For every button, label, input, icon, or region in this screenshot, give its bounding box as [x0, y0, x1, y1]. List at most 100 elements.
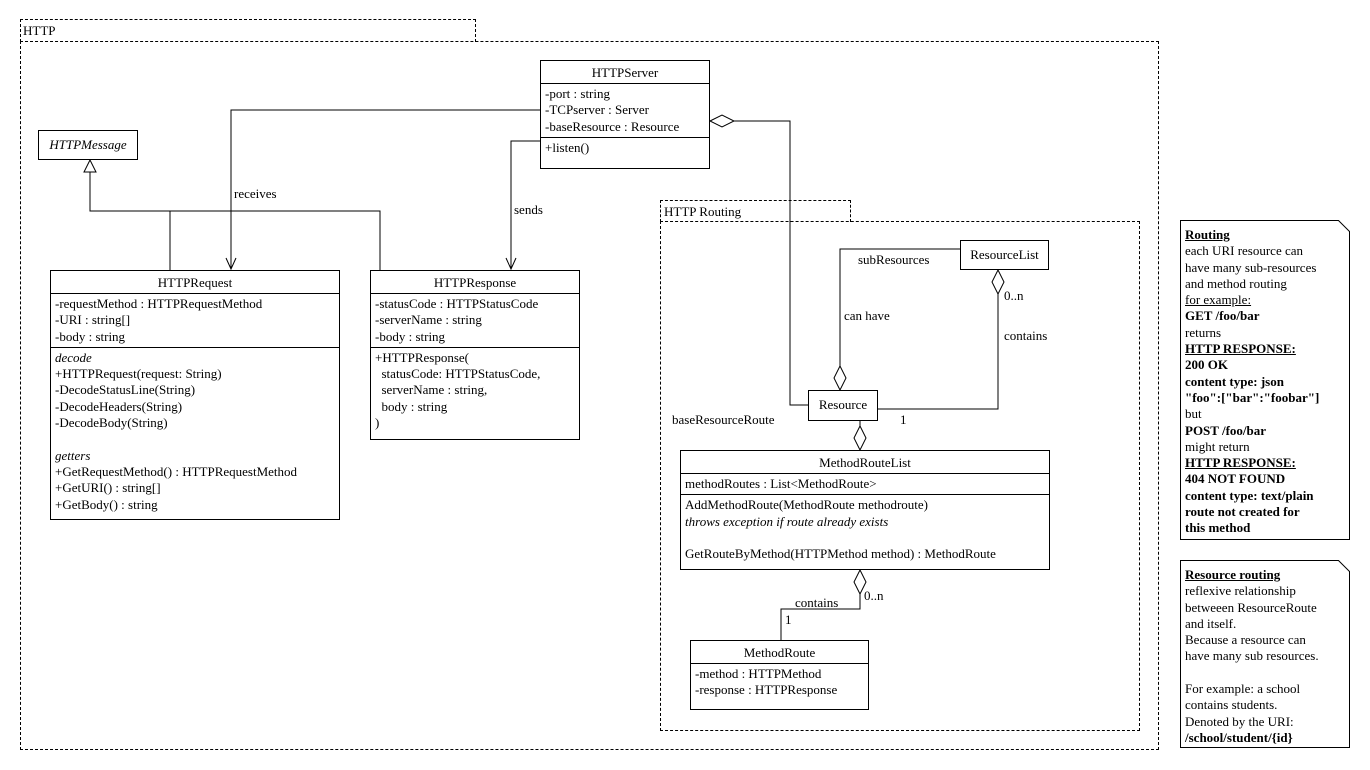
- multiplicity-0n-routes: 0..n: [864, 588, 884, 603]
- class-name: HTTPServer: [541, 61, 709, 84]
- http-server-class: HTTPServer -port : string -TCPserver : S…: [540, 60, 710, 169]
- note-line: Denoted by the URI:: [1185, 713, 1294, 729]
- operation: ): [375, 415, 380, 431]
- note-line: for example:: [1185, 292, 1252, 308]
- note-line: HTTP RESPONSE:: [1185, 341, 1296, 357]
- note-line: returns: [1185, 324, 1222, 340]
- class-name: HTTPRequest: [51, 271, 339, 294]
- attribute: -requestMethod : HTTPRequestMethod: [55, 296, 263, 311]
- receives-label: receives: [234, 186, 277, 201]
- note-line: /school/student/{id}: [1185, 729, 1293, 745]
- note-line: "foo":["bar":"foobar"]: [1185, 389, 1320, 405]
- note-line: and itself.: [1185, 615, 1237, 631]
- resource-routing-note: Resource routing reflexive relationship …: [1180, 560, 1350, 748]
- multiplicity-1-resource: 1: [900, 412, 907, 427]
- note-line: 404 NOT FOUND: [1185, 471, 1286, 487]
- attributes-section: methodRoutes : List<MethodRoute>: [681, 474, 1049, 496]
- class-name: Resource: [818, 397, 868, 412]
- attribute: -port : string: [545, 86, 610, 101]
- operation: statusCode: HTTPStatusCode,: [375, 366, 541, 382]
- http-package: [20, 41, 1159, 750]
- operation: +GetURI() : string[]: [55, 480, 161, 496]
- operation: +listen(): [545, 139, 590, 155]
- note-line: might return: [1185, 438, 1250, 454]
- sends-arrowhead: [505, 257, 517, 271]
- operation-note: throws exception if route already exists: [685, 513, 889, 529]
- can-have-line: [839, 248, 960, 366]
- attributes-section: -port : string -TCPserver : Server -base…: [541, 84, 709, 138]
- note-line: content type: json: [1185, 373, 1284, 389]
- operation: +HTTPResponse(: [375, 349, 469, 365]
- receives-arrowhead: [225, 257, 237, 271]
- http-response-class: HTTPResponse -statusCode : HTTPStatusCod…: [370, 270, 580, 440]
- note-line: 200 OK: [1185, 357, 1228, 373]
- attribute: -body : string: [375, 328, 446, 344]
- note-line: POST /foo/bar: [1185, 422, 1267, 438]
- base-resource-diamond: [708, 114, 736, 128]
- note-line: betweeen ResourceRoute: [1185, 599, 1317, 615]
- contains-resources-label: contains: [1004, 328, 1048, 343]
- resource-list-class: ResourceList: [960, 240, 1049, 270]
- note-spacer: [1185, 665, 1345, 681]
- note-title: Resource routing: [1185, 567, 1281, 582]
- http-message-class: HTTPMessage: [38, 130, 138, 160]
- generalization-response-line: [90, 210, 381, 270]
- contains-resources-line: [878, 294, 999, 410]
- attribute: methodRoutes : List<MethodRoute>: [685, 476, 877, 491]
- operation: serverName : string,: [375, 382, 488, 398]
- note-line: route not created for: [1185, 504, 1300, 520]
- attribute: -response : HTTPResponse: [695, 682, 838, 698]
- note-line: contains students.: [1185, 697, 1278, 713]
- resource-class: Resource: [808, 390, 878, 421]
- attribute: -body : string: [55, 328, 126, 344]
- contains-routes-diamond: [853, 568, 867, 596]
- operation: +GetRequestMethod() : HTTPRequestMethod: [55, 463, 298, 479]
- note-corner: [1338, 560, 1350, 572]
- note-corner: [1338, 220, 1350, 232]
- method-route-class: MethodRoute -method : HTTPMethod -respon…: [690, 640, 869, 710]
- note-line: Because a resource can: [1185, 632, 1306, 648]
- note-line: GET /foo/bar: [1185, 308, 1260, 324]
- stereotype-getters: getters: [55, 447, 91, 463]
- http-package-tab: [20, 19, 476, 42]
- class-name: MethodRouteList: [681, 451, 1049, 474]
- attributes-section: -method : HTTPMethod -response : HTTPRes…: [691, 664, 868, 701]
- operations-section: AddMethodRoute(MethodRoute methodroute) …: [681, 495, 1049, 564]
- class-name: ResourceList: [970, 247, 1039, 262]
- operations-section: +listen(): [541, 138, 709, 158]
- operations-section: decode +HTTPRequest(request: String) -De…: [51, 348, 339, 515]
- note-line: have many sub resources.: [1185, 648, 1319, 664]
- operation: -DecodeBody(String): [55, 415, 168, 431]
- http-request-class: HTTPRequest -requestMethod : HTTPRequest…: [50, 270, 340, 520]
- routing-package-title: HTTP Routing: [664, 204, 742, 219]
- base-resource-line: [734, 120, 808, 406]
- note-line: content type: text/plain: [1185, 487, 1314, 503]
- routing-note: Routing each URI resource can have many …: [1180, 220, 1350, 540]
- operation: GetRouteByMethod(HTTPMethod method) : Me…: [685, 546, 996, 562]
- attributes-section: -requestMethod : HTTPRequestMethod -URI …: [51, 294, 339, 348]
- routing-package-tab: [660, 200, 851, 222]
- note-line: HTTP RESPONSE:: [1185, 455, 1296, 471]
- attribute: -URI : string[]: [55, 312, 131, 328]
- operation: AddMethodRoute(MethodRoute methodroute): [685, 497, 928, 513]
- note-line: reflexive relationship: [1185, 583, 1296, 599]
- note-title: Routing: [1185, 227, 1230, 242]
- attributes-section: -statusCode : HTTPStatusCode -serverName…: [371, 294, 579, 348]
- note-line: each URI resource can: [1185, 243, 1304, 259]
- attribute: -serverName : string: [375, 312, 482, 328]
- can-have-diamond: [833, 364, 847, 392]
- sends-label: sends: [514, 202, 543, 217]
- contains-resources-diamond: [991, 268, 1005, 296]
- routing-package: [660, 221, 1140, 731]
- operation: -DecodeHeaders(String): [55, 398, 183, 414]
- can-have-label: can have: [844, 308, 890, 323]
- operation: +HTTPRequest(request: String): [55, 366, 222, 382]
- contains-routes-label: contains: [795, 595, 839, 610]
- operation: -DecodeStatusLine(String): [55, 382, 196, 398]
- spacer: [55, 431, 335, 447]
- operations-section: +HTTPResponse( statusCode: HTTPStatusCod…: [371, 348, 579, 433]
- note-line: have many sub-resources: [1185, 259, 1317, 275]
- attribute: -TCPserver : Server: [545, 102, 649, 118]
- multiplicity-0n-resources: 0..n: [1004, 288, 1024, 303]
